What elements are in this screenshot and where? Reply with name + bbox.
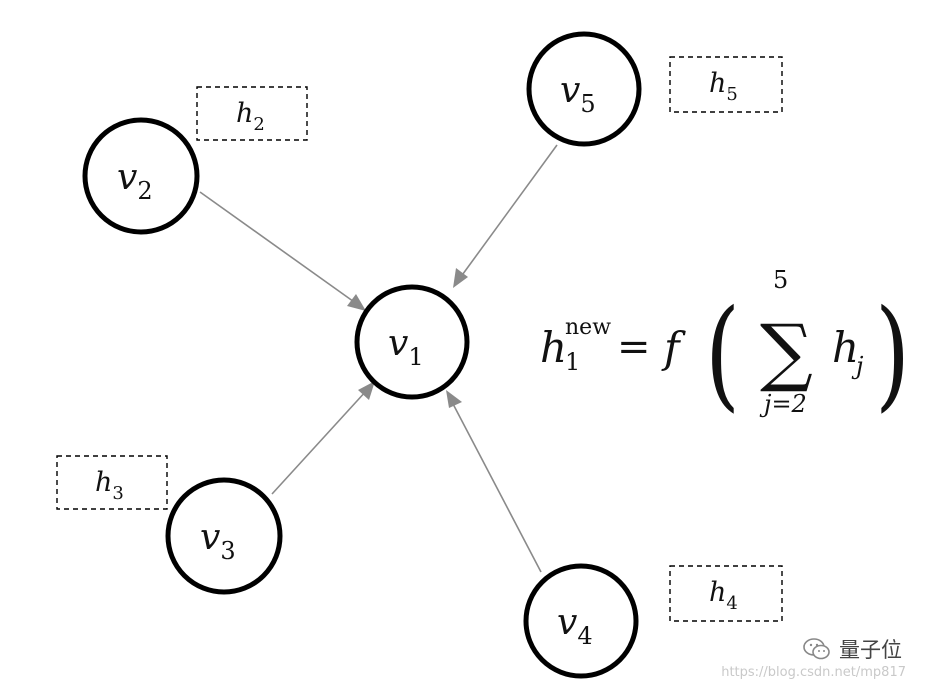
formula-close-paren: ) bbox=[875, 285, 910, 424]
formula-sum-upper: 5 bbox=[773, 266, 788, 294]
aggregation-formula: h new 1 = f ( 5 ∑ j=2 h j ) bbox=[540, 266, 910, 424]
edge-v4-v1 bbox=[451, 401, 542, 573]
node-v5: v5 bbox=[526, 31, 642, 147]
feature-box-h5 bbox=[669, 56, 783, 113]
node-v5-circle bbox=[526, 31, 642, 147]
arrowhead-v5-v1 bbox=[453, 268, 468, 288]
node-v3-label: v3 bbox=[200, 517, 236, 565]
formula-sum-symbol: ∑ bbox=[760, 309, 813, 395]
feature-boxes: h2 h5 h3 h4 bbox=[56, 56, 783, 622]
formula-lhs-sup: new bbox=[565, 315, 611, 340]
node-v2: v2 bbox=[82, 117, 200, 235]
feature-label-h4: h4 bbox=[709, 577, 738, 614]
arrowhead-v4-v1 bbox=[446, 390, 462, 408]
edges bbox=[199, 144, 558, 573]
node-v4: v4 bbox=[523, 563, 639, 679]
arrowhead-v3-v1 bbox=[358, 381, 375, 400]
edge-v3-v1 bbox=[271, 389, 368, 495]
arrowhead-v2-v1 bbox=[347, 294, 366, 311]
wechat-icon bbox=[803, 638, 830, 660]
formula-sum-lower: j=2 bbox=[759, 390, 807, 418]
node-v4-label: v4 bbox=[557, 602, 593, 650]
edge-v2-v1 bbox=[199, 191, 358, 305]
feature-label-h3: h3 bbox=[95, 467, 124, 504]
watermark-url: https://blog.csdn.net/mp817 bbox=[721, 665, 906, 680]
watermark-brand-text: 量子位 bbox=[839, 638, 902, 662]
node-v4-circle bbox=[523, 563, 639, 679]
formula-equals: = bbox=[617, 324, 651, 370]
node-v1: v1 bbox=[354, 284, 470, 400]
feature-box-h4 bbox=[669, 565, 783, 622]
node-v1-circle bbox=[354, 284, 470, 400]
formula-lhs-base: h bbox=[540, 323, 567, 372]
feature-label-h2: h2 bbox=[236, 98, 265, 135]
feature-label-h5: h5 bbox=[709, 68, 738, 105]
node-v5-label: v5 bbox=[560, 70, 596, 118]
node-v2-circle bbox=[82, 117, 200, 235]
feature-box-h2 bbox=[196, 86, 308, 141]
formula-lhs-sub: 1 bbox=[565, 348, 580, 376]
watermark-brand: 量子位 bbox=[803, 634, 902, 664]
nodes: v1 v2 v5 v3 v4 bbox=[82, 31, 642, 679]
formula-function: f bbox=[661, 323, 686, 372]
edge-v5-v1 bbox=[459, 144, 558, 279]
feature-box-h3 bbox=[56, 455, 168, 510]
node-v2-label: v2 bbox=[117, 157, 153, 205]
formula-term-base: h bbox=[832, 323, 859, 372]
node-v3: v3 bbox=[165, 477, 283, 595]
node-v1-label: v1 bbox=[388, 323, 424, 371]
node-v3-circle bbox=[165, 477, 283, 595]
formula-open-paren: ( bbox=[705, 285, 740, 424]
